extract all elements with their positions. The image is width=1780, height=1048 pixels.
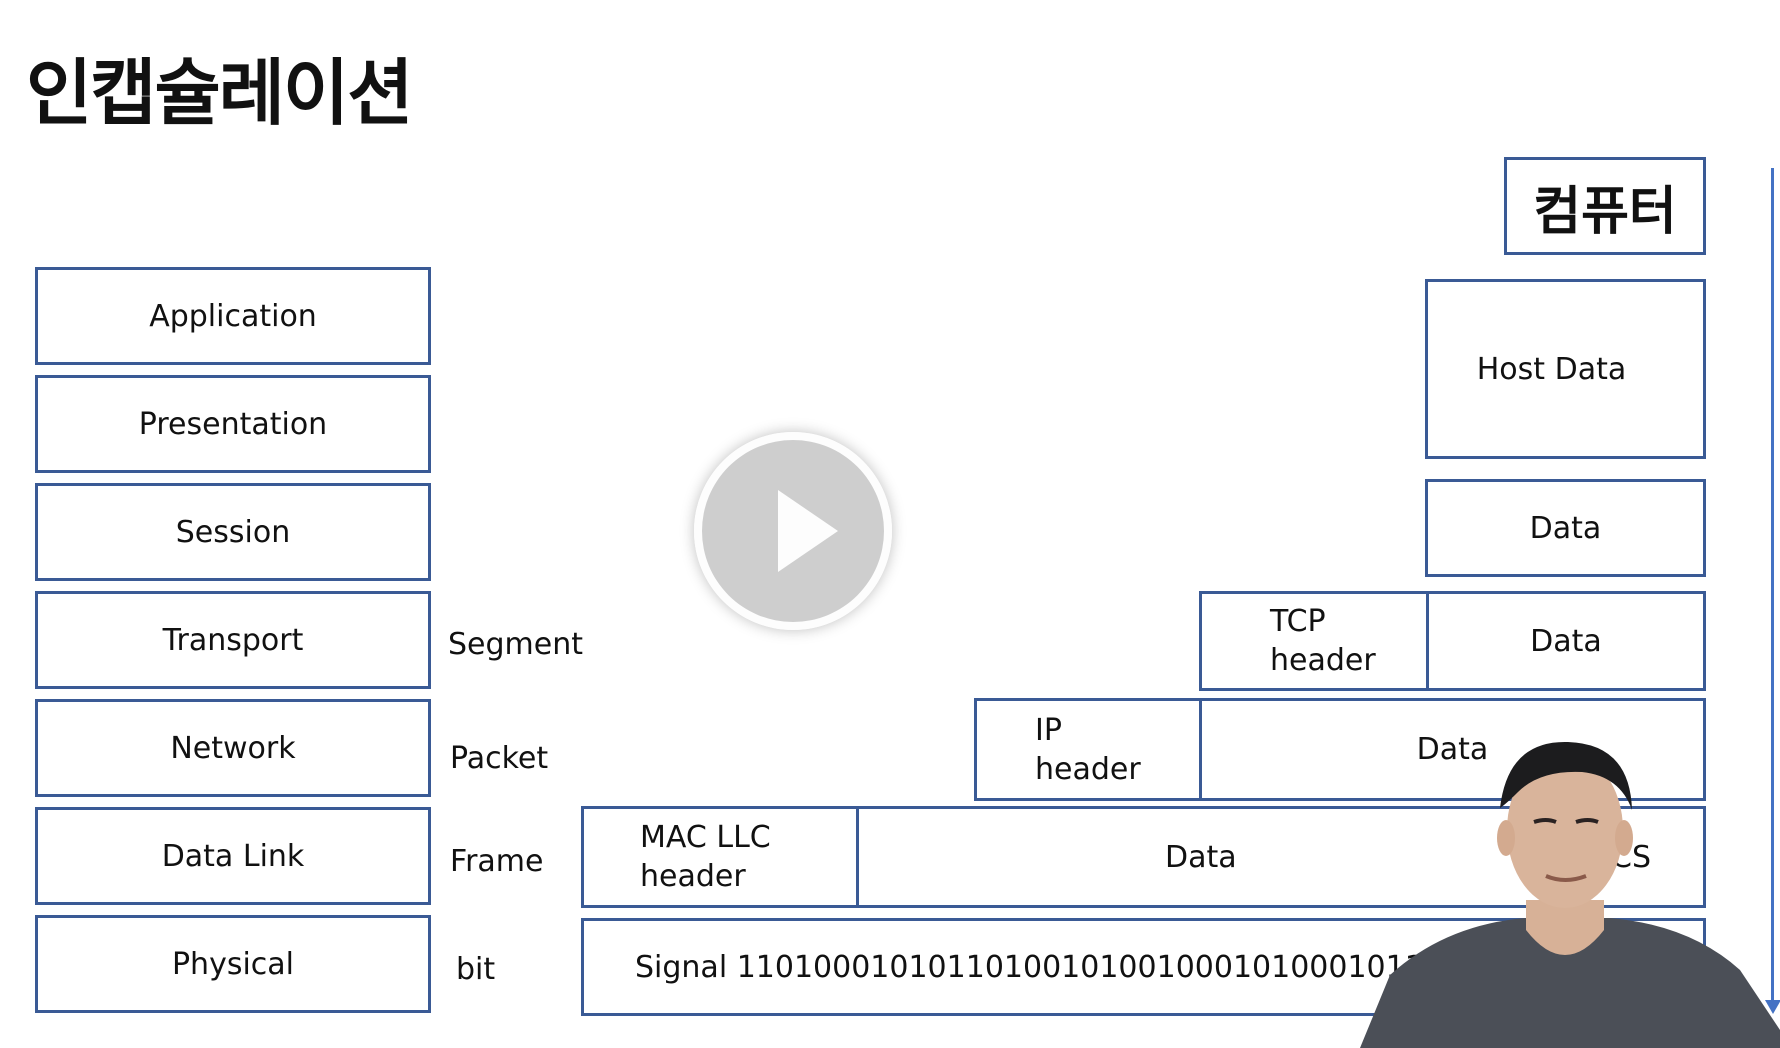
computer-label: 컴퓨터	[1504, 157, 1706, 255]
pdu-packet: Packet	[450, 741, 549, 776]
transport-data-box: Data	[1426, 591, 1706, 691]
pdu-segment: Segment	[448, 627, 583, 662]
layer-network: Network	[35, 699, 431, 797]
ip-header-line2: header	[1035, 751, 1141, 787]
play-button[interactable]	[694, 432, 892, 630]
layer-data-link: Data Link	[35, 807, 431, 905]
pdu-bit: bit	[456, 952, 496, 987]
mac-llc-header-box: MAC LLC header	[581, 806, 859, 908]
tcp-header-line1: TCP	[1270, 604, 1326, 639]
ip-header-box: IP header	[974, 698, 1202, 801]
layer-physical: Physical	[35, 915, 431, 1013]
tcp-header-box: TCP header	[1199, 591, 1429, 691]
frame-data-label: Data	[1165, 839, 1237, 875]
layer-application: Application	[35, 267, 431, 365]
down-arrow-line	[1771, 168, 1774, 1003]
tcp-header-line2: header	[1270, 643, 1376, 678]
mac-header-line1: MAC LLC	[640, 820, 771, 855]
layer-session: Session	[35, 483, 431, 581]
layer-transport: Transport	[35, 591, 431, 689]
down-arrow-icon	[1765, 1000, 1780, 1014]
session-data-box: Data	[1425, 479, 1706, 577]
presenter-video	[1360, 741, 1780, 1048]
signal-bits: Signal 110100010101101001010010001010001…	[635, 949, 1462, 985]
host-data-box: Host Data	[1425, 279, 1706, 459]
ip-header-line1: IP	[1035, 712, 1062, 748]
layer-presentation: Presentation	[35, 375, 431, 473]
mac-header-line2: header	[640, 859, 746, 894]
slide-title: 인캡슐레이션	[26, 51, 413, 135]
pdu-frame: Frame	[450, 844, 544, 879]
play-icon	[778, 490, 838, 572]
